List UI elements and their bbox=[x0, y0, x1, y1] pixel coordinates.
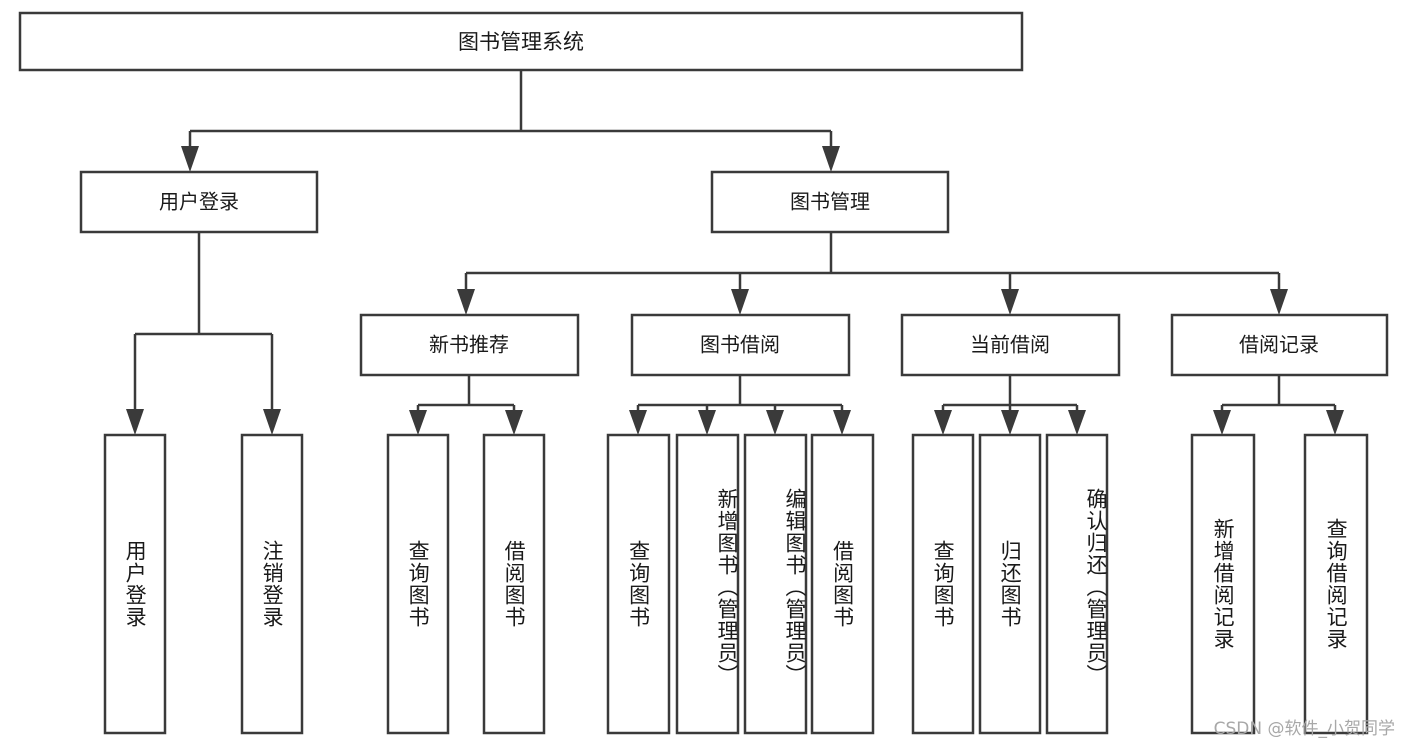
node-leaf-return-book[interactable] bbox=[978, 433, 1042, 735]
node-leaf-add-book[interactable] bbox=[675, 433, 740, 735]
node-borrow-record[interactable]: 借阅记录 bbox=[1170, 313, 1389, 377]
node-root-label: 图书管理系统 bbox=[458, 30, 584, 54]
csdn-watermark: CSDN @软件_小贺同学 bbox=[1213, 719, 1395, 739]
node-user-login[interactable]: 用户登录 bbox=[79, 170, 319, 234]
connector-currentborrow-to-leaves bbox=[934, 375, 1086, 435]
node-root[interactable]: 图书管理系统 bbox=[18, 11, 1024, 72]
node-user-login-label: 用户登录 bbox=[159, 190, 239, 214]
node-current-borrow[interactable]: 当前借阅 bbox=[900, 313, 1121, 377]
node-new-book-recommend[interactable]: 新书推荐 bbox=[359, 313, 580, 377]
node-current-borrow-label: 当前借阅 bbox=[970, 333, 1050, 357]
node-book-manage[interactable]: 图书管理 bbox=[710, 170, 950, 234]
node-leaf-borrow-book-2[interactable] bbox=[810, 433, 875, 735]
node-leaf-query-book-2[interactable] bbox=[606, 433, 671, 735]
node-book-manage-label: 图书管理 bbox=[790, 190, 870, 214]
node-borrow-record-label: 借阅记录 bbox=[1239, 333, 1319, 357]
node-book-borrow-label: 图书借阅 bbox=[700, 333, 780, 357]
node-leaf-add-record[interactable] bbox=[1190, 433, 1256, 735]
connector-root-to-level1 bbox=[181, 70, 840, 172]
node-leaf-query-record[interactable] bbox=[1303, 433, 1369, 735]
connector-userlogin-to-leaves bbox=[126, 232, 281, 435]
node-leaf-query-book-3[interactable] bbox=[911, 433, 975, 735]
node-leaf-borrow-book-1[interactable] bbox=[482, 433, 546, 735]
connector-newbook-to-leaves bbox=[409, 375, 523, 435]
node-new-book-recommend-label: 新书推荐 bbox=[429, 333, 509, 357]
node-leaf-confirm-return[interactable] bbox=[1045, 433, 1109, 735]
node-leaf-query-book-1[interactable] bbox=[386, 433, 450, 735]
connector-bookborrow-to-leaves bbox=[629, 375, 851, 435]
node-leaf-user-login[interactable] bbox=[103, 433, 167, 735]
node-leaf-logout-login[interactable] bbox=[240, 433, 304, 735]
connector-bookmanage-to-level2 bbox=[457, 232, 1288, 315]
node-book-borrow[interactable]: 图书借阅 bbox=[630, 313, 851, 377]
node-leaf-edit-book[interactable] bbox=[743, 433, 808, 735]
connector-borrowrecord-to-leaves bbox=[1213, 375, 1344, 435]
